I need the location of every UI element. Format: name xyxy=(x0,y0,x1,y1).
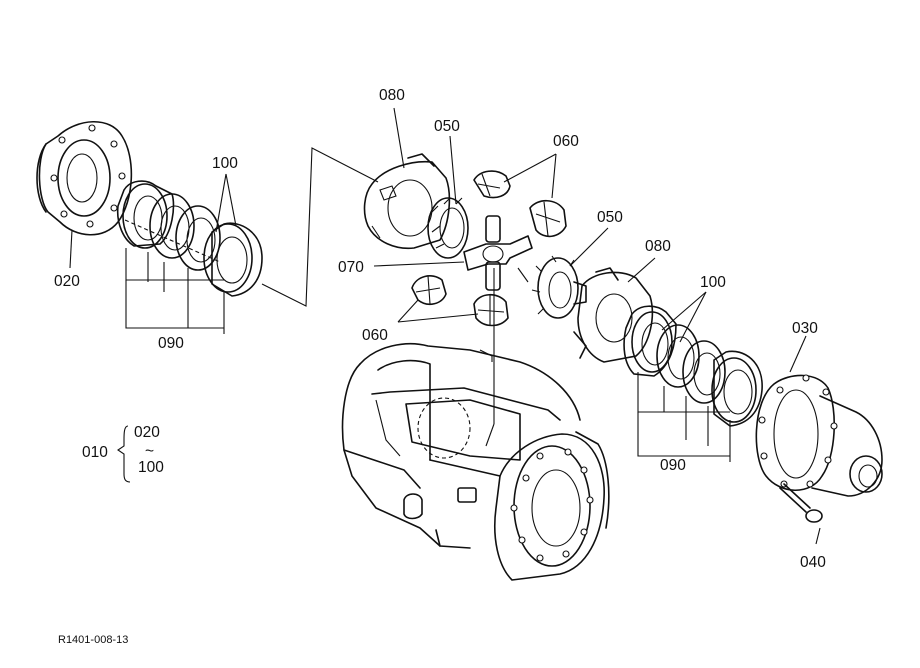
label-090-right: 090 xyxy=(660,457,686,474)
label-070: 070 xyxy=(338,259,364,276)
part-070-spider-cross xyxy=(463,215,533,291)
axle-housing xyxy=(341,342,610,581)
assembly-range-start: 020 xyxy=(134,424,160,441)
label-030: 030 xyxy=(792,320,818,337)
part-050-side-gear-right xyxy=(531,255,587,319)
part-020-flange-cover xyxy=(36,120,133,236)
part-040-bolt xyxy=(779,483,823,523)
label-060-top: 060 xyxy=(553,133,579,150)
assembly-range-tilde: ~ xyxy=(145,443,154,460)
callout-labels: 080 050 060 100 050 080 070 020 100 030 … xyxy=(54,87,826,571)
label-040: 040 xyxy=(800,554,826,571)
part-050-side-gear-left xyxy=(427,197,469,259)
label-090-left: 090 xyxy=(158,335,184,352)
assembly-parent-number: 010 xyxy=(82,444,108,461)
label-080-left: 080 xyxy=(379,87,405,104)
label-100-right: 100 xyxy=(700,274,726,291)
label-050-right: 050 xyxy=(597,209,623,226)
part-080-right-case-half xyxy=(573,267,654,363)
left-clutch-plate-stack xyxy=(116,180,263,297)
part-060-pinion-gears xyxy=(411,170,567,327)
right-clutch-plate-stack xyxy=(623,305,763,427)
label-080-right: 080 xyxy=(645,238,671,255)
drawing-code: R1401-008-13 xyxy=(58,634,128,646)
part-080-left-case-half xyxy=(363,153,451,250)
label-100-left: 100 xyxy=(212,155,238,172)
label-020: 020 xyxy=(54,273,80,290)
assembly-range-end: 100 xyxy=(138,459,164,476)
label-060-bottom: 060 xyxy=(362,327,388,344)
leader-lines xyxy=(69,107,821,545)
label-050-left: 050 xyxy=(434,118,460,135)
assembly-range-note: 010 020 ~ 100 xyxy=(82,424,164,476)
part-030-differential-case xyxy=(755,374,883,497)
